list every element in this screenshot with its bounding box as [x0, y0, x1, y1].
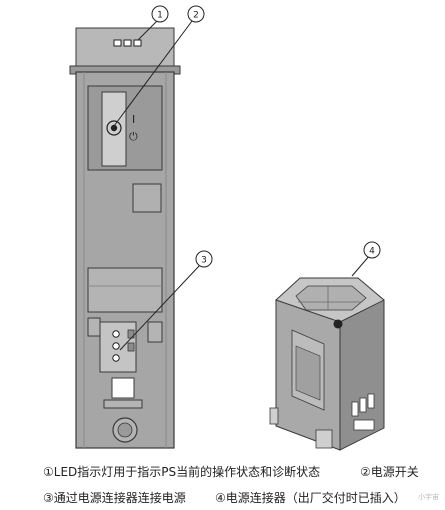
caption-power-connector: ④电源连接器（出厂交付时已插入）: [215, 491, 406, 505]
callout-1: 1: [137, 5, 169, 41]
callout-2: 2: [113, 5, 205, 127]
callout-4: 4: [351, 241, 381, 277]
callout-2-label: 2: [193, 11, 199, 21]
callout-1-label: 1: [157, 11, 163, 21]
power-supply-diagram: I ⏻ 1 2: [69, 5, 385, 451]
caption-power-switch: ②电源开关: [360, 465, 419, 479]
callout-4-label: 4: [369, 247, 375, 257]
switch-on-symbol: I: [132, 113, 135, 126]
watermark: 小宇宙: [418, 493, 439, 501]
callout-3-label: 3: [201, 256, 207, 266]
callout-3: 3: [119, 250, 213, 351]
caption-connect-power: ③通过电源连接器连接电源: [43, 491, 186, 505]
led-indicators: [113, 39, 142, 47]
power-supply-module: I ⏻: [69, 27, 181, 449]
caption-led-indicator: ①LED指示灯用于指示PS当前的操作状态和诊断状态: [43, 465, 321, 479]
power-terminal: [87, 317, 163, 373]
power-connector: [269, 277, 385, 451]
power-switch: [106, 120, 122, 136]
switch-power-symbol: ⏻: [129, 130, 138, 143]
